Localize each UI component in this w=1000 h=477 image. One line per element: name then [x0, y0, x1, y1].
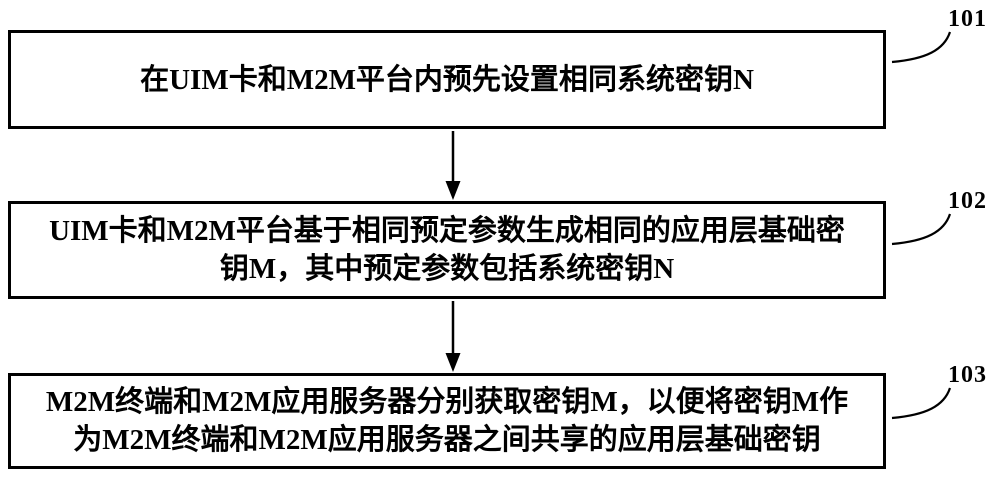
leader-line-102-icon: [891, 213, 952, 246]
step-103-text-line-1: M2M终端和M2M应用服务器分别获取密钥M，以便将密钥M作: [45, 386, 849, 418]
step-103-text-line-2: 为M2M终端和M2M应用服务器之间共享的应用层基础密钥: [73, 424, 821, 456]
step-box-102: UIM卡和M2M平台基于相同预定参数生成相同的应用层基础密 钥M，其中预定参数包…: [8, 201, 886, 299]
step-label-103: 103: [948, 362, 987, 388]
step-box-103: M2M终端和M2M应用服务器分别获取密钥M，以便将密钥M作 为M2M终端和M2M…: [8, 373, 886, 469]
step-label-101: 101: [948, 6, 987, 32]
step-box-101: 在UIM卡和M2M平台内预先设置相同系统密钥N: [8, 30, 886, 129]
step-101-text: 在UIM卡和M2M平台内预先设置相同系统密钥N: [140, 63, 754, 96]
step-102-text-line-2: 钥M，其中预定参数包括系统密钥N: [219, 253, 675, 285]
step-102-text-line-1: UIM卡和M2M平台基于相同预定参数生成相同的应用层基础密: [49, 215, 845, 247]
step-label-102: 102: [948, 188, 987, 214]
flow-arrow-2-icon: [445, 301, 461, 372]
leader-line-101-icon: [891, 31, 952, 64]
leader-line-103-icon: [891, 387, 952, 420]
flow-arrow-1-icon: [445, 131, 461, 200]
